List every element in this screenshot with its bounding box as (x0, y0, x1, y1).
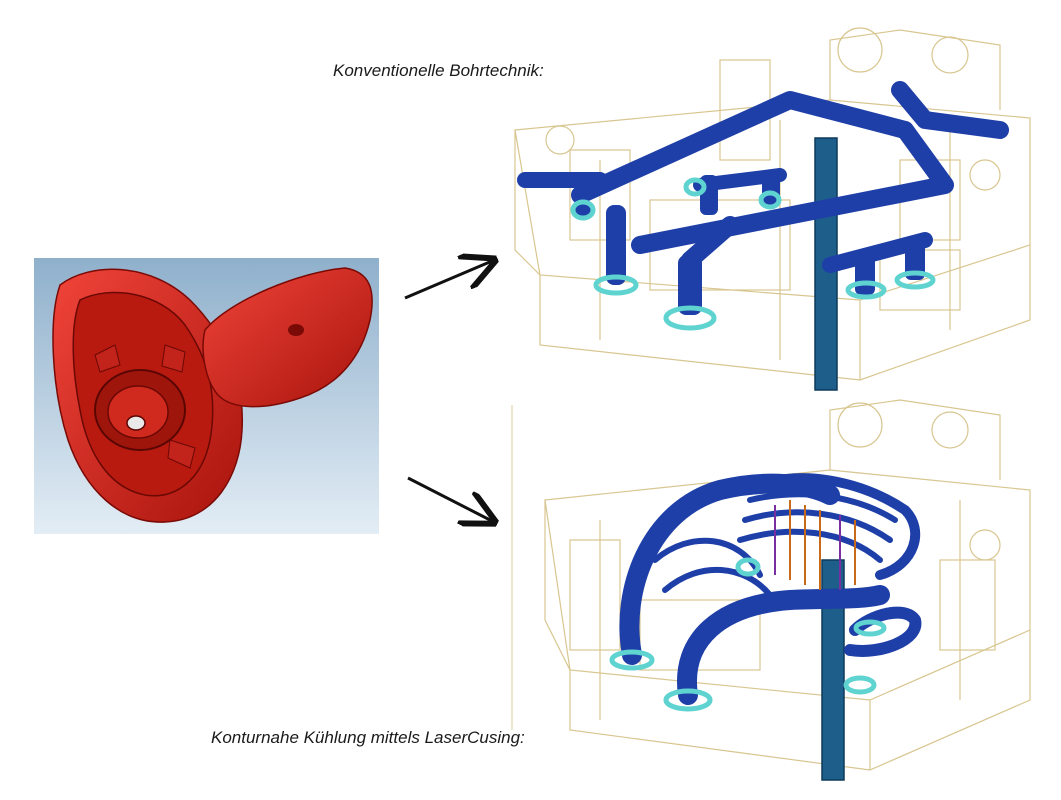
conformal-cooling-channels (619, 473, 922, 705)
mold-conformal (544, 399, 1031, 781)
arrow-to-conventional-icon (404, 261, 492, 300)
caption-conventional-drilling: Konventionelle Bohrtechnik: (333, 61, 544, 80)
cap-body (52, 268, 244, 523)
mold-conventional (514, 27, 1031, 391)
channel-ports-top (570, 177, 936, 331)
caption-conformal-cooling: Konturnahe Kühlung mittels LaserCusing: (211, 728, 525, 747)
sprue-channel-bottom (821, 559, 845, 781)
drill-risers (606, 170, 925, 315)
channel-ports-bottom (609, 557, 887, 712)
mold-wireframe-bottom (544, 399, 1031, 771)
inner-channels (774, 505, 841, 590)
cap-lid (202, 267, 373, 408)
arrow-to-conformal-icon (407, 476, 492, 521)
baffle-rods (789, 500, 856, 590)
part-render-panel (34, 258, 379, 534)
